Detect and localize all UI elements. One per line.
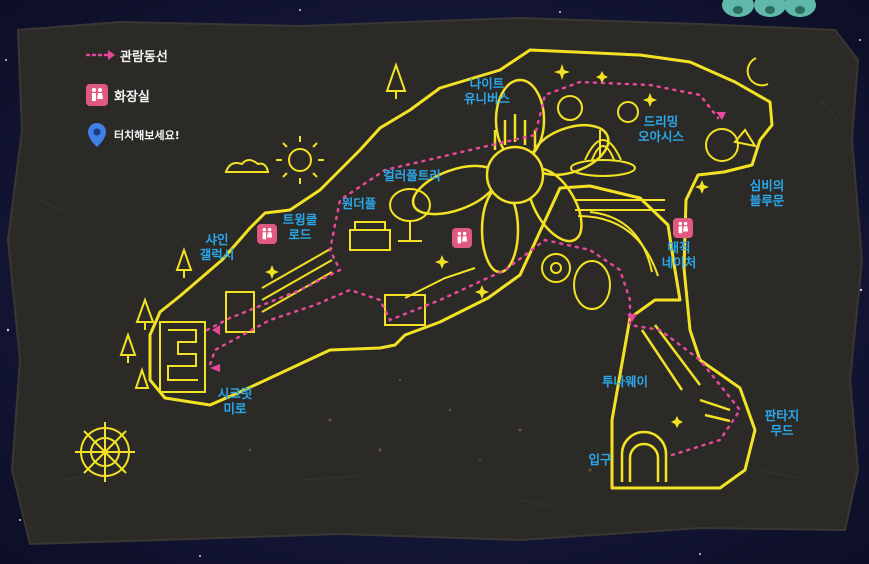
magic-nature: [541, 253, 611, 310]
zone-dreaming-oasis-line1: 드리밍: [643, 114, 679, 129]
zone-colorful-tree-line1: 컬러풀트리: [383, 168, 441, 183]
legend-touch-label: 터치해보세요!: [114, 129, 180, 142]
zone-mysterious-moon[interactable]: 심비의 블루문: [736, 178, 798, 208]
zone-colorful-tree[interactable]: 컬러풀트리: [372, 168, 452, 183]
zone-shine-galaxy-line2: 갤럭시: [199, 247, 235, 262]
zone-secret-maze[interactable]: 시크릿 미로: [210, 386, 260, 416]
zone-night-universe[interactable]: 나이트 유니버스: [452, 76, 522, 106]
zone-secret-maze-line1: 시크릿: [217, 386, 253, 401]
zone-magic-nature-line1: 매직: [667, 240, 691, 255]
restroom-icon: [86, 84, 108, 106]
zone-wonder-pool-line1: 원더풀: [341, 196, 377, 211]
colorful-tree: [349, 188, 431, 251]
legend-touch[interactable]: 터치해보세요!: [86, 122, 226, 148]
route-arrow-icon: [86, 50, 115, 60]
zone-fantasy-mood[interactable]: 판타지 무드: [754, 408, 810, 438]
exhibit-outline: [148, 48, 774, 490]
zone-wonder-pool[interactable]: 원더풀: [334, 196, 384, 211]
route-arrowheads: [210, 112, 726, 372]
zone-shine-galaxy[interactable]: 샤인 갤럭시: [192, 232, 242, 262]
zone-dreaming-oasis[interactable]: 드리밍 오아시스: [626, 114, 696, 144]
zone-fantasy-mood-line1: 판타지: [764, 408, 800, 423]
zone-magic-nature-line2: 네이처: [661, 255, 697, 270]
restroom-marker-magic: [673, 218, 693, 238]
entrance-arch: [620, 324, 731, 482]
decor: [75, 61, 407, 482]
legend-restroom: 화장실: [86, 82, 226, 108]
zone-twinkle-road-line1: 트윙클: [282, 212, 318, 227]
location-pin-icon: [88, 123, 106, 147]
zone-night-universe-line2: 유니버스: [463, 91, 510, 106]
legend: 관람동선 화장실 터치해보세요!: [86, 42, 226, 162]
parchment-texture: [39, 99, 839, 507]
zone-mysterious-moon-line2: 블루문: [749, 193, 785, 208]
zone-night-universe-line1: 나이트: [469, 76, 505, 91]
legend-route-label: 관람동선: [120, 49, 168, 65]
zone-twinkle-road-line2: 로드: [288, 227, 312, 242]
zone-tuna-way[interactable]: 투나웨이: [590, 374, 660, 389]
inner-structures: [159, 199, 665, 393]
night-universe-flower: [411, 78, 610, 274]
legend-route: 관람동선: [86, 42, 226, 68]
zone-fantasy-mood-line2: 무드: [770, 423, 794, 438]
mysterious-moon: [705, 57, 769, 162]
dreaming-oasis-fountain: [557, 95, 639, 177]
zone-magic-nature[interactable]: 매직 네이처: [654, 240, 704, 270]
zone-dreaming-oasis-line2: 오아시스: [637, 129, 684, 144]
visitor-route: [205, 80, 742, 457]
zone-shine-galaxy-line1: 샤인: [205, 232, 229, 247]
legend-restroom-label: 화장실: [114, 89, 150, 105]
zone-entrance[interactable]: 입구: [582, 452, 618, 467]
zone-tuna-way-line1: 투나웨이: [601, 374, 648, 389]
zone-secret-maze-line2: 미로: [223, 401, 247, 416]
sparkles: [265, 64, 709, 428]
secret-maze-block: [159, 321, 206, 393]
zone-twinkle-road[interactable]: 트윙클 로드: [272, 212, 328, 242]
parchment-specks: [248, 378, 592, 472]
creature-feet: [722, 0, 816, 17]
zone-entrance-line1: 입구: [588, 452, 612, 467]
zone-mysterious-moon-line1: 심비의: [749, 178, 785, 193]
shine-galaxy-block: [225, 291, 255, 333]
restroom-marker-twinkle: [257, 224, 277, 244]
parchment: [6, 16, 864, 546]
restroom-marker-tree: [452, 228, 472, 248]
